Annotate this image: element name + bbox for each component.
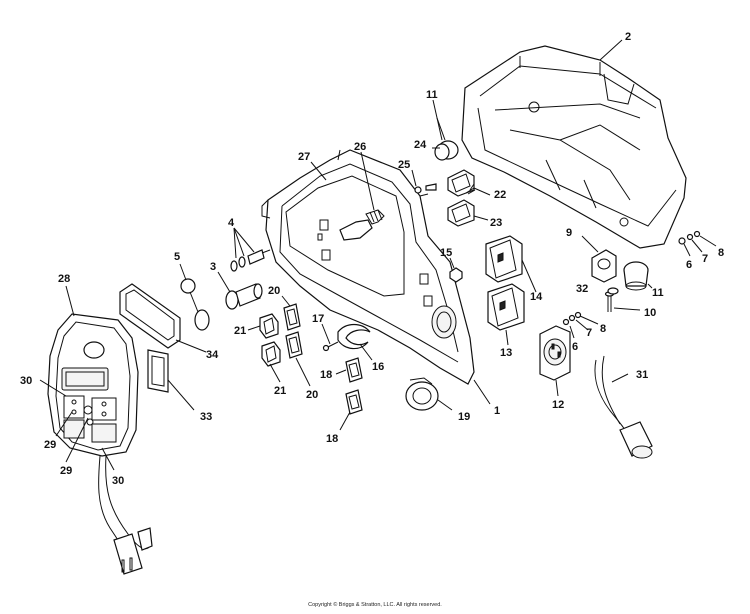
callout-6b: 6 <box>572 341 578 353</box>
part-4-hardware <box>230 227 271 272</box>
callout-18a: 18 <box>320 369 332 381</box>
callout-30b: 30 <box>112 475 124 487</box>
callout-26: 26 <box>354 141 366 153</box>
part-33-bracket <box>147 349 195 411</box>
part-17-screw <box>321 323 339 352</box>
part-14-outlet <box>485 235 537 293</box>
part-1-panel-frame <box>261 149 475 385</box>
part-26-spring <box>339 151 385 241</box>
callout-14: 14 <box>530 291 543 303</box>
callout-7b: 7 <box>586 327 592 339</box>
callout-32: 32 <box>576 283 588 295</box>
part-15-nut <box>449 257 463 283</box>
callout-7a: 7 <box>702 253 708 265</box>
part-34-window <box>119 283 207 353</box>
leader-30a <box>39 379 67 397</box>
part-20b-switch <box>285 331 311 387</box>
callout-22: 22 <box>494 189 506 201</box>
part-16-clip <box>337 323 373 361</box>
callout-29b: 29 <box>60 465 72 477</box>
callout-11b: 11 <box>652 287 664 299</box>
callout-19: 19 <box>458 411 470 423</box>
parts-6-7-8-top <box>678 230 717 257</box>
leader-29a <box>55 411 73 437</box>
callout-5: 5 <box>174 251 180 263</box>
callout-27: 27 <box>298 151 310 163</box>
callout-13: 13 <box>500 347 512 359</box>
part-2-rear-housing <box>461 45 687 249</box>
callout-12: 12 <box>552 399 564 411</box>
callout-23: 23 <box>490 217 502 229</box>
callout-1: 1 <box>494 405 500 417</box>
leader-30b <box>101 447 115 471</box>
part-18a-switch <box>335 357 363 383</box>
part-5-cap <box>179 263 210 331</box>
callout-11a: 11 <box>426 89 438 101</box>
callout-10: 10 <box>644 307 656 319</box>
leader-1 <box>473 379 491 405</box>
callout-17: 17 <box>312 313 324 325</box>
copyright-notice: Copyright © Briggs & Stratton, LLC. All … <box>308 602 442 608</box>
parts-6-7-8-middle <box>562 311 599 339</box>
callout-18b: 18 <box>326 433 338 445</box>
callout-34: 34 <box>206 349 219 361</box>
part-24-knob <box>432 117 459 161</box>
callout-9: 9 <box>566 227 572 239</box>
part-21a-switch <box>247 313 279 339</box>
part-12-receptacle <box>539 325 571 397</box>
callout-21b: 21 <box>274 385 286 397</box>
callout-29a: 29 <box>44 439 56 451</box>
callout-20a: 20 <box>268 285 280 297</box>
part-20a-switch <box>283 303 301 331</box>
callout-16: 16 <box>372 361 384 373</box>
callout-2: 2 <box>625 31 631 43</box>
callout-28: 28 <box>58 273 70 285</box>
leader-27 <box>310 161 327 181</box>
callout-21a: 21 <box>234 325 246 337</box>
leader-11a <box>432 99 443 141</box>
part-21b-switch <box>261 341 281 383</box>
part-11b-cap <box>623 261 653 291</box>
callout-25: 25 <box>398 159 410 171</box>
callout-24: 24 <box>414 139 427 151</box>
leader-2 <box>599 39 623 61</box>
callout-15: 15 <box>440 247 452 259</box>
part-31-cord <box>594 355 653 459</box>
part-22-switch <box>447 169 475 197</box>
leader-20a <box>281 295 291 307</box>
part-28-panel-housing <box>47 285 139 457</box>
part-28-cord <box>98 455 153 575</box>
callout-4: 4 <box>228 217 235 229</box>
part-23-switch <box>447 199 489 227</box>
callout-8b: 8 <box>600 323 606 335</box>
callout-31: 31 <box>636 369 648 381</box>
part-3-valve <box>217 271 263 310</box>
part-32-washer <box>607 287 619 295</box>
part-25-screw-washer <box>411 169 437 194</box>
part-13-outlet <box>487 283 525 346</box>
leader-29b <box>65 417 89 463</box>
callout-20b: 20 <box>306 389 318 401</box>
callout-8a: 8 <box>718 247 724 259</box>
part-10-screw <box>604 291 641 312</box>
callout-labels: 2 11 24 26 27 25 22 23 4 5 3 15 9 6 7 8 … <box>20 31 724 487</box>
part-19-cover <box>405 377 453 411</box>
part-18b-switch <box>339 389 363 431</box>
callout-33: 33 <box>200 411 212 423</box>
part-9-bracket <box>581 235 617 283</box>
callout-3: 3 <box>210 261 216 273</box>
callout-30a: 30 <box>20 375 32 387</box>
callout-6a: 6 <box>686 259 692 271</box>
